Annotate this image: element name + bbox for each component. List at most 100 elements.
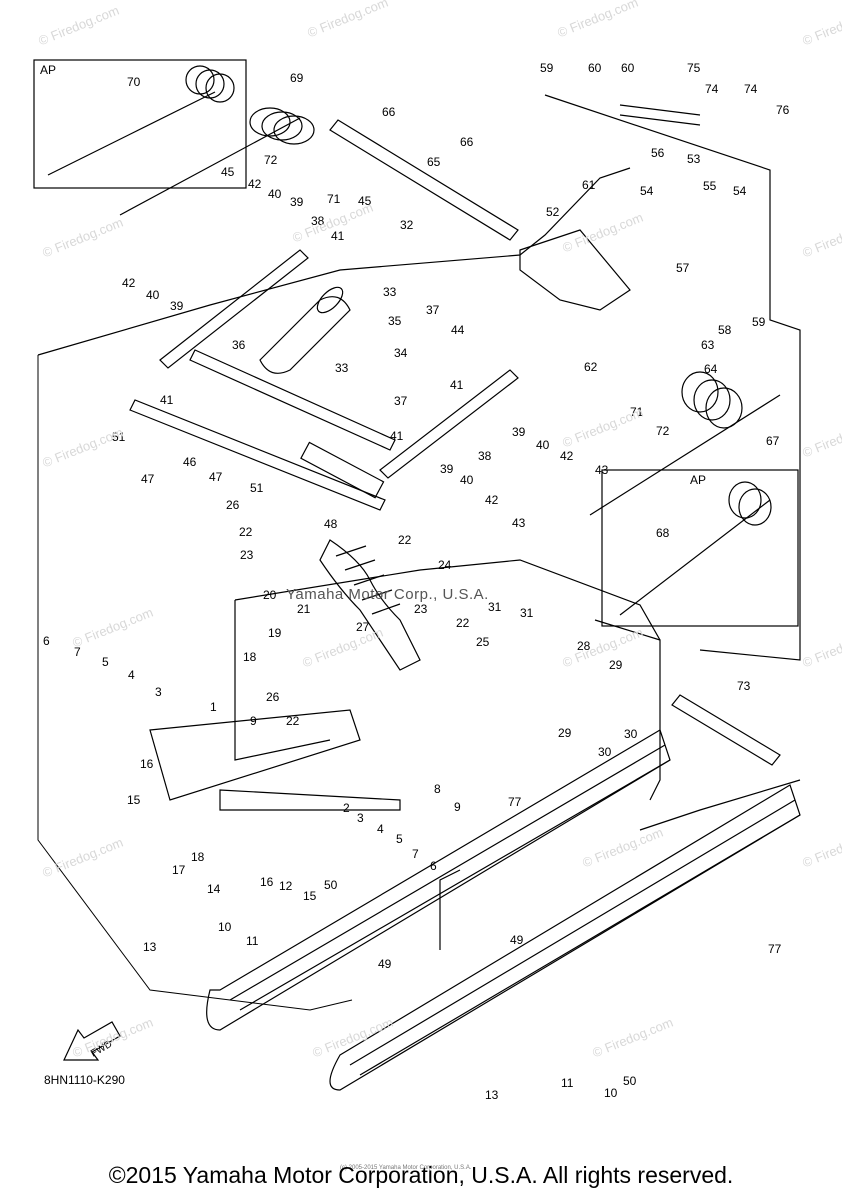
part-label: 20 — [263, 588, 277, 602]
part-label: 62 — [584, 360, 598, 374]
part-label: 17 — [172, 863, 186, 877]
part-label: 8 — [434, 782, 441, 796]
part-label: 2 — [343, 801, 350, 815]
inset-box-top — [33, 59, 247, 189]
part-label: 24 — [438, 558, 452, 572]
part-label: 41 — [331, 229, 345, 243]
copyright-stamp: Yamaha Motor Corp., U.S.A. — [286, 586, 489, 603]
part-label: 74 — [705, 82, 719, 96]
part-label: 38 — [311, 214, 325, 228]
part-label: 59 — [752, 315, 766, 329]
part-label: 22 — [239, 525, 253, 539]
part-label: 42 — [560, 449, 574, 463]
part-label: 40 — [460, 473, 474, 487]
part-label: 30 — [598, 745, 612, 759]
part-label: 37 — [394, 394, 408, 408]
fwd-arrow-icon — [63, 1021, 121, 1061]
part-label: 65 — [427, 155, 441, 169]
part-label: 15 — [127, 793, 141, 807]
part-label: 25 — [476, 635, 490, 649]
part-label: 10 — [604, 1086, 618, 1100]
part-label: 66 — [382, 105, 396, 119]
part-label: 3 — [357, 811, 364, 825]
part-label: 40 — [536, 438, 550, 452]
part-label: 11 — [561, 1076, 574, 1090]
part-label: 50 — [623, 1074, 637, 1088]
part-label: 61 — [582, 178, 596, 192]
part-label: 41 — [390, 429, 404, 443]
part-label: 54 — [733, 184, 747, 198]
part-label: 52 — [546, 205, 560, 219]
part-label: 6 — [430, 859, 437, 873]
part-label: 67 — [766, 434, 780, 448]
torsion-spring-right — [589, 371, 781, 516]
bracket-52 — [519, 229, 631, 311]
part-label: 3 — [155, 685, 162, 699]
part-label: 13 — [485, 1088, 499, 1102]
part-label: 21 — [297, 602, 311, 616]
part-label: 46 — [183, 455, 197, 469]
arm-left — [159, 249, 309, 369]
part-label: 12 — [279, 879, 293, 893]
part-label: 66 — [460, 135, 474, 149]
part-label: 37 — [426, 303, 440, 317]
part-label: 50 — [324, 878, 338, 892]
part-label: 43 — [512, 516, 526, 530]
part-label: 51 — [250, 481, 264, 495]
part-label: 40 — [268, 187, 282, 201]
part-label: 31 — [488, 600, 502, 614]
part-label: 48 — [324, 517, 338, 531]
part-label: 55 — [703, 179, 717, 193]
part-label: 38 — [478, 449, 492, 463]
part-label: 40 — [146, 288, 160, 302]
part-label: 72 — [264, 153, 278, 167]
part-label: 43 — [595, 463, 609, 477]
part-label: 47 — [209, 470, 223, 484]
copyright-footer: ©2015 Yamaha Motor Corporation, U.S.A. A… — [108, 1162, 734, 1188]
part-label: 73 — [737, 679, 751, 693]
part-label: 35 — [388, 314, 402, 328]
part-label: 4 — [377, 822, 384, 836]
part-label: 26 — [226, 498, 240, 512]
part-label: 51 — [112, 430, 126, 444]
part-label: 34 — [394, 346, 408, 360]
small-credit: (c) 2005-2015 Yamaha Motor Corporation, … — [340, 1165, 472, 1171]
part-label: 45 — [221, 165, 235, 179]
part-label: 11 — [246, 934, 259, 948]
part-label: 49 — [510, 933, 524, 947]
part-label: 7 — [412, 847, 419, 861]
part-label: 53 — [687, 152, 701, 166]
part-label: 5 — [102, 655, 109, 669]
part-label: 9 — [250, 714, 257, 728]
part-label: 54 — [640, 184, 654, 198]
part-label: 33 — [383, 285, 397, 299]
part-label: 39 — [512, 425, 526, 439]
part-label: 22 — [286, 714, 300, 728]
part-label: 39 — [440, 462, 454, 476]
part-label: 14 — [207, 882, 221, 896]
part-label: 6 — [43, 634, 50, 648]
part-label: 77 — [768, 942, 782, 956]
part-label: 41 — [450, 378, 464, 392]
part-label: 31 — [520, 606, 534, 620]
part-label: 18 — [191, 850, 205, 864]
part-label: 42 — [485, 493, 499, 507]
shaft-lower — [129, 399, 386, 511]
damper-unit — [259, 286, 351, 374]
rod-73 — [671, 694, 781, 766]
part-label: 22 — [398, 533, 412, 547]
part-label: 5 — [396, 832, 403, 846]
part-label: 49 — [378, 957, 392, 971]
torsion-spring-inset-right — [619, 481, 772, 616]
part-label: 63 — [701, 338, 715, 352]
inset-label-right: AP — [690, 473, 707, 487]
part-label: 23 — [414, 602, 428, 616]
part-label: 69 — [290, 71, 304, 85]
part-label: 16 — [260, 875, 274, 889]
part-label: 33 — [335, 361, 349, 375]
inset-box-right — [601, 469, 799, 627]
part-label: 13 — [143, 940, 157, 954]
part-label: 29 — [558, 726, 572, 740]
part-label: 42 — [248, 177, 262, 191]
